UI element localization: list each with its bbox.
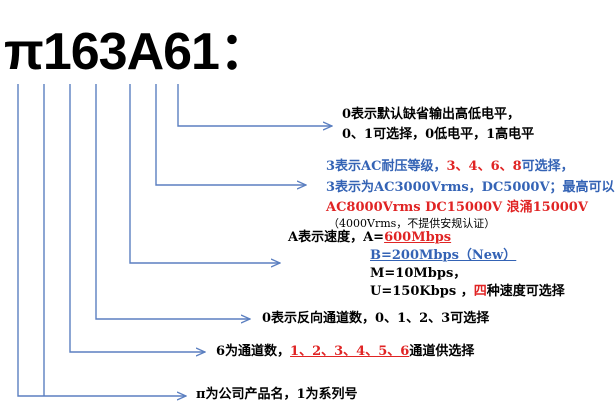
voltage-label-2: 3表示为AC3000Vrms，DC5000V；最高可以 xyxy=(326,180,615,195)
voltage-text-c: 可选择， xyxy=(521,159,574,174)
voltage-options: 3、4、6、8 xyxy=(446,159,522,174)
speed-label-1: A表示速度，A=600Mbps xyxy=(288,229,451,247)
channels-label: 6为通道数，1、2、3、4、5、6通道供选择 xyxy=(216,343,474,361)
speed-text-u: U=150Kbps ， xyxy=(370,284,474,299)
model-code: π163A61： xyxy=(4,23,271,81)
voltage-text-a: 3表示AC耐压等级， xyxy=(326,159,447,174)
speed-600: 600Mbps xyxy=(384,230,452,245)
line-reverse xyxy=(95,84,250,319)
speed-label-2: B=200Mbps（New） xyxy=(370,248,517,263)
company-label: π为公司产品名，1为系列号 xyxy=(196,387,358,402)
output-level-label-1: 0表示默认缺省输出高低电平， xyxy=(342,107,521,122)
channels-text-a: 6为通道数， xyxy=(216,344,291,359)
speed-four: 四 xyxy=(473,284,487,299)
output-level-label-2: 0、1可选择，0低电平，1高电平 xyxy=(342,127,535,142)
voltage-label-3: AC8000Vrms DC15000V 浪涌15000V xyxy=(326,200,588,215)
speed-label-3: M=10Mbps， xyxy=(370,266,467,281)
speed-text-a: A表示速度，A= xyxy=(288,230,385,245)
speed-text-end: 种速度可选择 xyxy=(486,284,565,299)
line-channels xyxy=(69,84,205,352)
channels-text-c: 通道供选择 xyxy=(409,344,475,359)
line-voltage xyxy=(155,84,306,185)
speed-label-4: U=150Kbps ，四种速度可选择 xyxy=(370,283,565,301)
channels-options: 1、2、3、4、5、6 xyxy=(290,344,410,359)
reverse-label: 0表示反向通道数，0、1、2、3可选择 xyxy=(262,311,490,326)
voltage-note: （4000Vrms，不提供安规认证） xyxy=(328,217,496,230)
line-speed xyxy=(129,84,280,263)
line-company xyxy=(17,84,186,396)
voltage-label-1: 3表示AC耐压等级，3、4、6、8可选择， xyxy=(326,158,574,176)
line-output-level xyxy=(177,84,332,126)
